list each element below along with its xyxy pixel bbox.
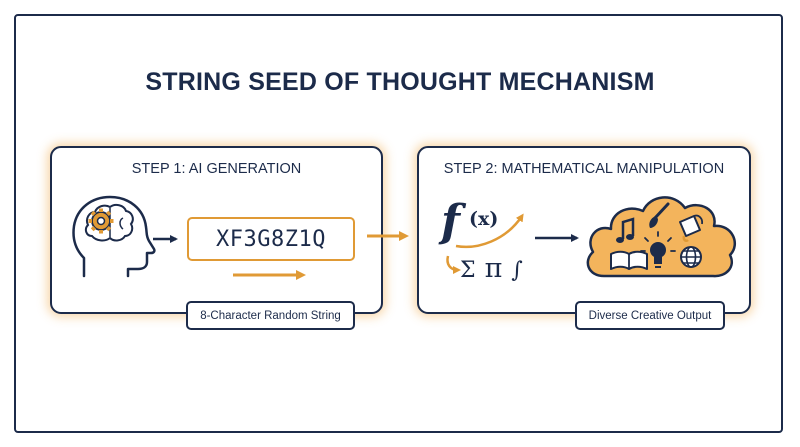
sigma-symbol: Σ xyxy=(460,258,477,283)
function-f-label: f xyxy=(441,196,460,247)
swirl-arrow-icon xyxy=(455,213,524,249)
paint-bucket-icon xyxy=(679,214,704,243)
paintbrush-icon xyxy=(649,202,670,228)
lightbulb-icon xyxy=(640,231,676,268)
globe-icon xyxy=(680,246,702,268)
step1-caption: 8-Character Random String xyxy=(186,301,355,330)
page-title: STRING SEED OF THOUGHT MECHANISM xyxy=(145,68,655,96)
step2-caption: Diverse Creative Output xyxy=(575,301,725,330)
step2-title: STEP 2: MATHEMATICAL MANIPULATION xyxy=(443,161,725,177)
random-string-box: XF3G8Z1Q xyxy=(187,217,355,261)
curl-arrow-icon xyxy=(446,255,461,274)
head-brain-gear-icon xyxy=(72,195,156,278)
math-symbols: Σ π ∫ xyxy=(460,255,524,282)
gear-icon xyxy=(88,208,114,234)
book-icon xyxy=(610,250,648,270)
pi-symbol: π xyxy=(484,253,504,284)
diagram-frame xyxy=(14,14,783,433)
music-note-icon xyxy=(616,217,635,243)
function-x-label: (x) xyxy=(469,208,499,230)
step1-title: STEP 1: AI GENERATION xyxy=(131,161,302,177)
integral-symbol: ∫ xyxy=(511,258,524,283)
